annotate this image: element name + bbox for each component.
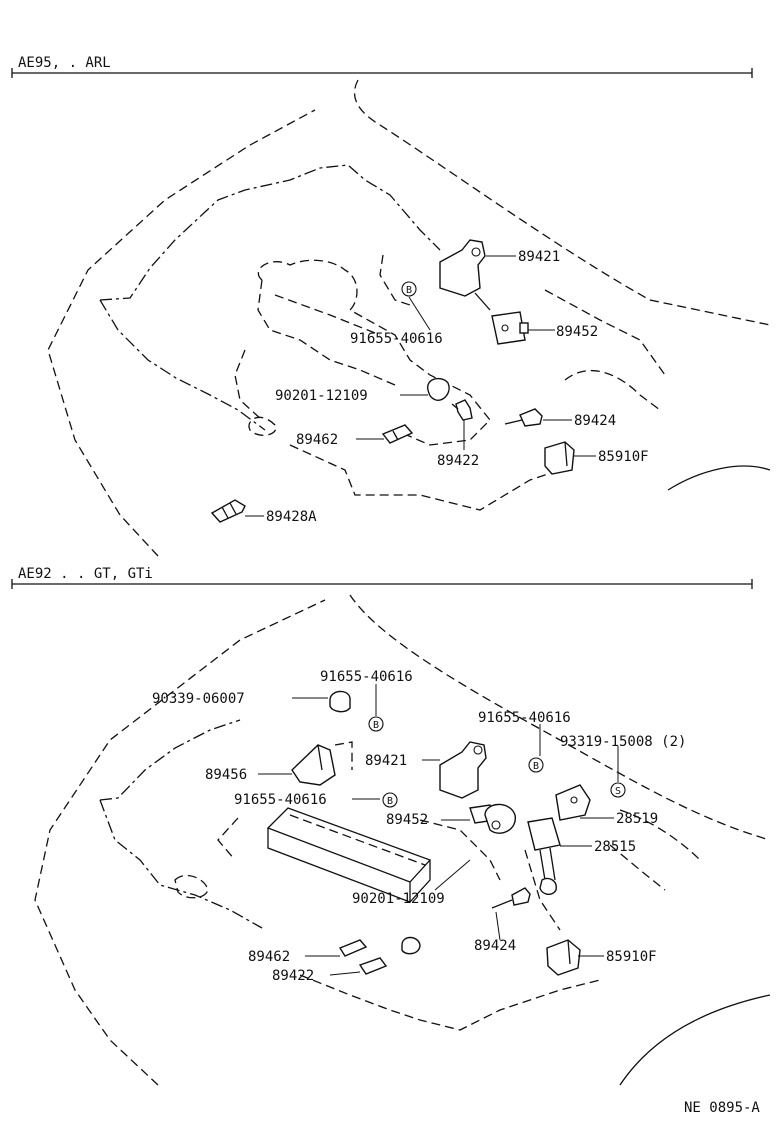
part-90201-12109 xyxy=(427,377,450,401)
label-93319-15008: 93319-15008 (2) xyxy=(560,734,686,750)
label-89462: 89462 xyxy=(248,949,290,965)
part-28519 xyxy=(555,784,591,821)
label-89462: 89462 xyxy=(296,432,338,448)
section-ae92: AE92 . . GT, GTi xyxy=(11,566,771,1086)
vehicle-body-outline xyxy=(47,79,771,557)
part-89422 xyxy=(451,399,473,421)
part-89452 xyxy=(469,803,516,834)
engine-sketch xyxy=(217,807,561,931)
label-85910F: 85910F xyxy=(598,449,649,465)
circle-marker-b xyxy=(382,792,398,808)
part-90339-06007 xyxy=(329,690,351,713)
label-89424: 89424 xyxy=(474,938,516,954)
vehicle-body-outline xyxy=(34,594,771,1086)
part-89428A xyxy=(210,499,246,523)
part-89452 xyxy=(491,311,529,345)
circle-marker-b-text: B xyxy=(406,285,412,296)
circle-marker-b xyxy=(368,716,384,732)
circle-marker-b xyxy=(528,757,544,773)
label-89422: 89422 xyxy=(272,968,314,984)
labels-ae92: B B B S 91655-40616 90339-06007 91655-40… xyxy=(152,669,686,984)
part-89424 xyxy=(491,887,531,909)
leader-lines xyxy=(245,255,596,517)
circle-marker-s-text: S xyxy=(615,786,621,797)
part-89421 xyxy=(439,239,491,311)
label-85910F: 85910F xyxy=(606,949,657,965)
part-89462 xyxy=(338,939,368,957)
circle-marker-b-text: B xyxy=(533,761,539,772)
label-89452: 89452 xyxy=(386,812,428,828)
label-91655-40616: 91655-40616 xyxy=(320,669,413,685)
label-89452: 89452 xyxy=(556,324,598,340)
label-89428A: 89428A xyxy=(266,509,317,525)
label-28515: 28515 xyxy=(594,839,636,855)
label-90201-12109: 90201-12109 xyxy=(275,388,368,404)
label-90339-06007: 90339-06007 xyxy=(152,691,245,707)
part-89462 xyxy=(381,424,414,444)
part-89456 xyxy=(291,741,353,786)
circle-marker-b-text: B xyxy=(373,720,379,731)
leader-lines xyxy=(258,684,619,976)
part-85910F xyxy=(546,939,581,976)
labels-ae95: B 89421 91655-40616 89452 90201-12109 89… xyxy=(266,249,649,525)
circle-marker-b-text: B xyxy=(387,796,393,807)
label-91655-40616: 91655-40616 xyxy=(478,710,571,726)
label-89421: 89421 xyxy=(518,249,560,265)
label-89421: 89421 xyxy=(365,753,407,769)
part-85910F xyxy=(544,441,575,475)
circle-marker-b xyxy=(401,281,417,297)
part-89424 xyxy=(504,408,543,427)
section-ae95: AE95, . ARL xyxy=(11,55,771,557)
label-89456: 89456 xyxy=(205,767,247,783)
section-title-ae92: AE92 . . GT, GTi xyxy=(18,566,153,582)
section-title-ae95: AE95, . ARL xyxy=(18,55,111,71)
label-91655-40616: 91655-40616 xyxy=(234,792,327,808)
part-28515 xyxy=(527,817,561,895)
label-89422: 89422 xyxy=(437,453,479,469)
label-90201-12109: 90201-12109 xyxy=(352,891,445,907)
circle-marker-s xyxy=(610,782,626,798)
part-89421 xyxy=(439,741,487,799)
label-28519: 28519 xyxy=(616,811,658,827)
label-89424: 89424 xyxy=(574,413,616,429)
label-91655-40616: 91655-40616 xyxy=(350,331,443,347)
figure-code: NE 0895-A xyxy=(684,1100,760,1116)
part-90201-12109 xyxy=(401,936,421,955)
part-89422 xyxy=(358,957,388,975)
engine-sketch xyxy=(234,254,491,446)
